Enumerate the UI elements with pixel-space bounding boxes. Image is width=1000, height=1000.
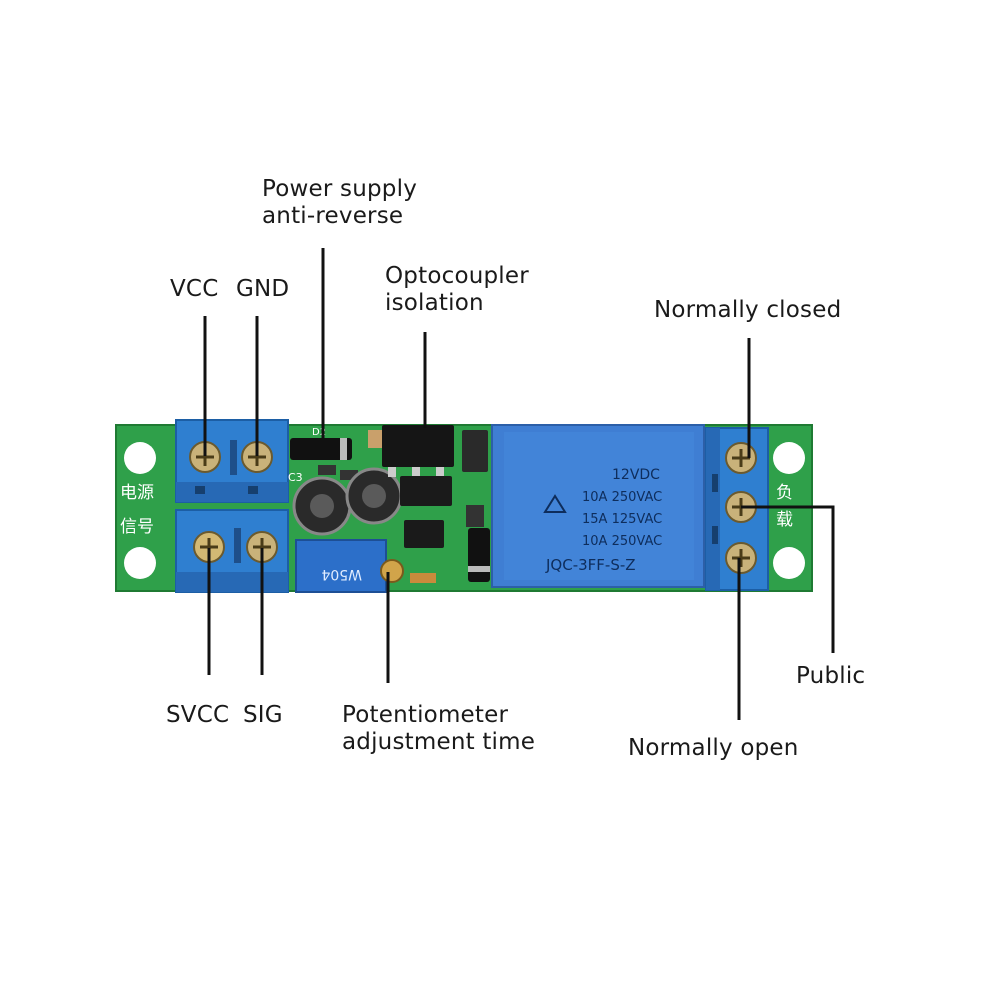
timer-chip — [400, 476, 452, 548]
relay-rating-3: 15A 125VAC — [582, 512, 662, 527]
vcc-label: VCC — [170, 276, 219, 302]
flyback-diode — [468, 528, 490, 582]
sig-label: SIG — [243, 702, 283, 728]
mount-hole — [124, 547, 156, 579]
load-terminal-block — [705, 427, 769, 591]
relay-rating-1: 12VDC — [612, 467, 660, 483]
leader-lines — [203, 248, 835, 720]
signal-silk: 信号 — [120, 517, 154, 537]
public-label: Public — [796, 663, 866, 689]
anti-reverse-diode: D2 — [290, 427, 352, 460]
normally-open-label: Normally open — [628, 735, 799, 761]
gnd-label: GND — [236, 276, 290, 302]
relay-rating-4: 10A 250VAC — [582, 534, 662, 549]
mount-hole — [124, 442, 156, 474]
power-silk: 电源 — [120, 483, 154, 503]
power-terminal-block — [175, 419, 289, 503]
mount-hole — [773, 547, 805, 579]
signal-terminal-block — [175, 509, 289, 593]
relay: 12VDC 10A 250VAC 15A 125VAC 10A 250VAC J… — [491, 424, 705, 588]
normally-closed-label: Normally closed — [654, 297, 842, 323]
relay-rating-2: 10A 250VAC — [582, 490, 662, 505]
capacitors — [292, 467, 403, 536]
mount-hole — [773, 442, 805, 474]
c3-silk: C3 — [288, 471, 303, 484]
potentiometer: W504 — [295, 539, 404, 593]
svg-text:W504: W504 — [321, 566, 362, 582]
svg-text:D2: D2 — [312, 427, 326, 438]
optocoupler-chip — [382, 425, 454, 477]
svcc-label: SVCC — [166, 702, 230, 728]
load-silk-1: 负 — [776, 483, 793, 503]
load-silk-2: 载 — [776, 510, 793, 530]
public-leader — [741, 505, 835, 653]
relay-model: JQC-3FF-S-Z — [545, 556, 636, 574]
